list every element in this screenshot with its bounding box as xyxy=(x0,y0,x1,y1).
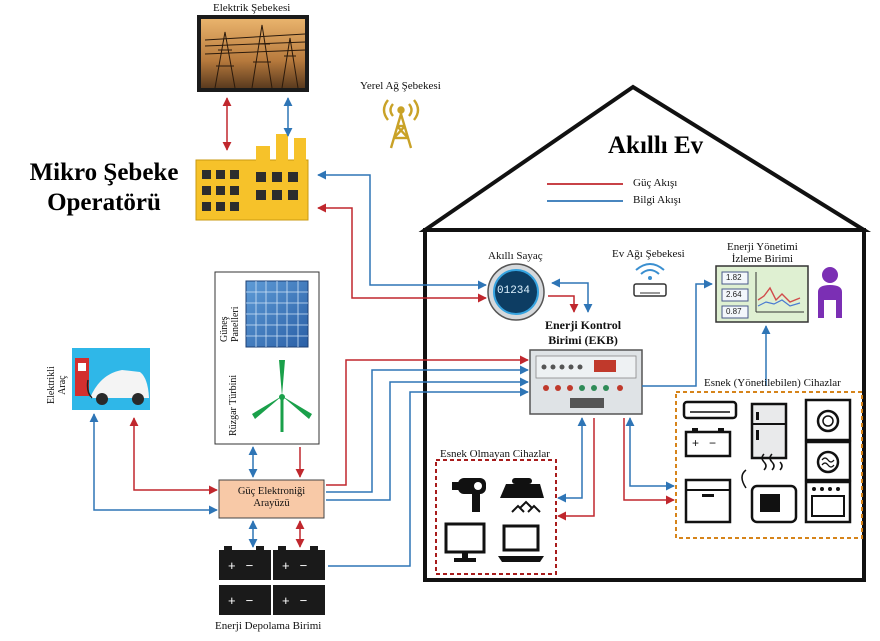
battery-plus: + xyxy=(282,593,300,608)
power-electronics-label-line1: Güç Elektroniği xyxy=(237,486,306,497)
monitor-value-1: 1.82 xyxy=(726,273,742,282)
solar-label-line1: Güneş xyxy=(219,316,230,342)
user-icon xyxy=(818,267,842,318)
battery-3-terminals: +− xyxy=(228,593,264,608)
operator-building-icon xyxy=(195,134,309,221)
home-network-label: Ev Ağı Şebekesi xyxy=(612,248,685,260)
energy-control-unit-panel xyxy=(529,349,643,415)
legend-power-label: Güç Akışı xyxy=(633,177,678,189)
washing-machine-icon xyxy=(804,398,852,442)
ems-label-line1: Enerji Yönetimi xyxy=(727,241,798,253)
solar-label-line2: Panelleri xyxy=(230,306,241,342)
electric-grid-image xyxy=(197,15,309,92)
battery-device-icon xyxy=(684,428,732,458)
legend-info-label: Bilgi Akışı xyxy=(633,194,681,206)
local-network-label: Yerel Ağ Şebekesi xyxy=(360,80,441,92)
ekb-label: Enerji Kontrol Birimi (EKB) xyxy=(545,318,621,348)
non-flexible-devices-box xyxy=(435,459,557,575)
smart-meter-label: Akıllı Sayaç xyxy=(488,250,543,262)
dryer-icon xyxy=(804,440,852,482)
ems-label-line2: İzleme Birimi xyxy=(731,253,794,265)
battery-minus: − xyxy=(299,593,318,608)
coffee-machine-icon xyxy=(741,453,798,524)
operator-title-line2: Operatörü xyxy=(47,189,161,216)
dishwasher-icon xyxy=(684,478,732,524)
oven-icon xyxy=(804,480,852,524)
wind-turbine-icon xyxy=(252,360,312,432)
battery-plus: + xyxy=(228,593,246,608)
smart-home-title: Akıllı Ev xyxy=(608,132,704,159)
battery-plus: + xyxy=(692,436,710,450)
battery-device-terminals: +− xyxy=(692,437,726,449)
battery-plus: + xyxy=(282,558,300,573)
energy-monitor-screen xyxy=(715,265,809,323)
electric-vehicle-image xyxy=(72,348,150,410)
ev-label-line2: Araç xyxy=(57,375,68,395)
network-tower-icon xyxy=(382,99,420,149)
grid-label: Elektrik Şebekesi xyxy=(213,2,291,14)
battery-bank xyxy=(219,546,325,615)
smart-meter-icon xyxy=(487,263,545,321)
non-flexible-label: Esnek Olmayan Cihazlar xyxy=(440,448,550,460)
renewable-sources-box xyxy=(214,271,320,445)
legend xyxy=(547,183,623,202)
battery-1-terminals: +− xyxy=(228,558,264,573)
meter-reading: 01234 xyxy=(497,285,531,297)
battery-minus: − xyxy=(299,558,318,573)
flow-arrows xyxy=(89,97,771,567)
power-electronics-label-line2: Arayüzü xyxy=(253,498,290,509)
battery-plus: + xyxy=(228,558,246,573)
refrigerator-icon xyxy=(750,402,788,460)
monitor-value-3: 0.87 xyxy=(726,307,742,316)
battery-2-terminals: +− xyxy=(282,558,318,573)
battery-minus: − xyxy=(245,558,264,573)
battery-minus: − xyxy=(245,593,264,608)
battery-minus: − xyxy=(709,436,727,450)
hair-dryer-icon xyxy=(452,478,486,512)
solar-panel-icon xyxy=(245,280,309,348)
ekb-label-line1: Enerji Kontrol xyxy=(545,318,622,332)
wind-label: Rüzgar Türbini xyxy=(228,374,239,436)
solar-label: Güneş Panelleri xyxy=(219,306,241,342)
router-icon xyxy=(633,263,667,297)
iron-icon xyxy=(500,478,544,513)
power-electronics-label: Güç Elektroniği Arayüzü xyxy=(219,486,324,510)
storage-label: Enerji Depolama Birimi xyxy=(215,620,322,632)
operator-title: Mikro Şebeke Operatörü xyxy=(20,158,188,218)
operator-title-line1: Mikro Şebeke xyxy=(29,159,179,186)
laptop-icon xyxy=(498,524,544,562)
ev-label: Elektrikli Araç xyxy=(46,366,68,404)
air-conditioner-icon xyxy=(682,400,738,420)
power-electronics-box xyxy=(218,479,325,519)
flexible-label: Esnek (Yönetilebilen) Cihazlar xyxy=(704,377,841,389)
battery-4-terminals: +− xyxy=(282,593,318,608)
ev-label-line1: Elektrikli xyxy=(46,366,57,404)
ems-label: Enerji Yönetimi İzleme Birimi xyxy=(727,241,798,265)
monitor-value-2: 2.64 xyxy=(726,290,742,299)
computer-monitor-icon xyxy=(444,522,486,562)
ekb-label-line2: Birimi (EKB) xyxy=(548,333,618,347)
